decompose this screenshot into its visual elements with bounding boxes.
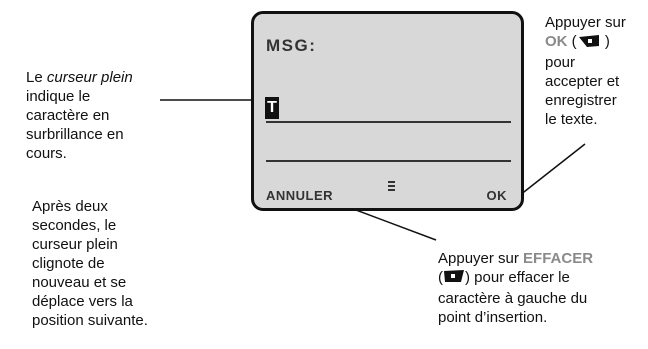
cursor-annotation-prefix: Le (26, 69, 47, 86)
left-softkey-icon (443, 269, 465, 289)
clear-annotation-prefix: Appuyer sur (438, 250, 524, 267)
phone-display: MSG: T ANNULER OK (251, 11, 524, 211)
ok-annotation-line: accepter et (545, 73, 620, 90)
blink-annotation-line: Après deux (32, 198, 108, 215)
clear-annotation-line: ) pour effacer le (465, 269, 570, 286)
clear-annotation-line: point d’insertion. (438, 309, 548, 326)
ok-key-label: OK (545, 33, 568, 50)
right-softkey-icon (577, 34, 601, 53)
blink-annotation-line: déplace vers la (32, 293, 133, 310)
blink-annotation-line: nouveau et se (32, 274, 127, 291)
ok-leader-line (514, 143, 586, 200)
cursor-annotation-italic: curseur plein (46, 69, 133, 86)
ok-annotation-paren: ( (567, 33, 577, 50)
blink-annotation-line: position suivante. (32, 312, 148, 329)
clear-annotation-paren: ( (438, 269, 443, 286)
cursor-annotation-line: caractère en (26, 107, 110, 124)
clear-annotation-line: caractère à gauche du (438, 290, 588, 307)
blink-annotation: Après deux secondes, le curseur plein cl… (32, 197, 148, 330)
ok-key-annotation: Appuyer sur OK ( ) pour accepter et enre… (545, 13, 626, 129)
cursor-annotation-line: surbrillance en (26, 126, 124, 143)
ok-annotation-line: le texte. (545, 111, 598, 128)
cursor-annotation-line: indique le (26, 88, 91, 105)
text-entry-line (266, 160, 511, 162)
ok-annotation-paren: ) (600, 33, 610, 50)
menu-list-icon (388, 181, 395, 191)
blink-annotation-line: clignote de (32, 255, 105, 272)
cancel-softkey[interactable]: ANNULER (266, 188, 334, 203)
cursor-annotation-line: cours. (26, 145, 67, 162)
ok-annotation-line: pour (545, 54, 576, 71)
ok-annotation-line: Appuyer sur (545, 14, 626, 31)
ok-annotation-line: enregistrer (545, 92, 617, 109)
message-title: MSG: (266, 36, 317, 55)
blink-annotation-line: curseur plein (32, 236, 118, 253)
cursor-annotation: Le curseur plein indique le caractère en… (26, 68, 133, 163)
clear-key-annotation: Appuyer sur EFFACER ( ) pour effacer le c… (438, 249, 593, 327)
text-entry-line (266, 121, 511, 123)
clear-key-label: EFFACER (523, 250, 594, 267)
text-cursor: T (265, 97, 279, 119)
ok-softkey[interactable]: OK (486, 188, 507, 203)
blink-annotation-line: secondes, le (32, 217, 117, 234)
